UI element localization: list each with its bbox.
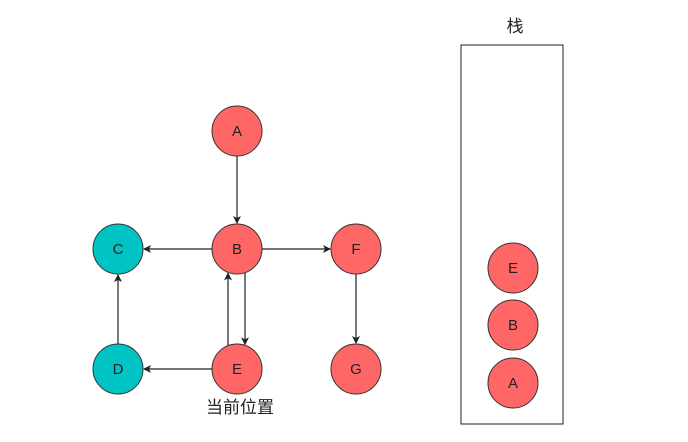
- node-label: C: [113, 241, 124, 258]
- stack-item-a: A: [487, 357, 539, 409]
- node-g: G: [330, 343, 382, 395]
- node-label: B: [232, 241, 242, 258]
- node-c: C: [92, 223, 144, 275]
- stack-item-label: B: [508, 317, 518, 334]
- graph-edges: [114, 156, 360, 373]
- node-label: E: [232, 361, 242, 378]
- stack-item-label: E: [508, 260, 518, 277]
- stack-item-label: A: [508, 375, 518, 392]
- node-e: E: [211, 343, 263, 395]
- node-circle: [211, 223, 263, 275]
- stack-item-e: E: [487, 242, 539, 294]
- node-label: D: [113, 361, 124, 378]
- stack-title: 栈: [507, 17, 524, 37]
- graph-nodes: A B C F D E G: [92, 105, 382, 395]
- node-circle: [211, 105, 263, 157]
- node-d: D: [92, 343, 144, 395]
- node-f: F: [330, 223, 382, 275]
- stack-item-circle: [487, 357, 539, 409]
- node-label: G: [350, 361, 362, 378]
- stack-item-b: B: [487, 299, 539, 351]
- stack-items: E B A: [487, 242, 539, 409]
- node-a: A: [211, 105, 263, 157]
- stack-item-circle: [487, 242, 539, 294]
- current-position-label: 当前位置: [206, 398, 274, 418]
- stack-container: [460, 44, 564, 425]
- node-label: F: [351, 241, 360, 258]
- node-circle: [92, 223, 144, 275]
- stack-item-circle: [487, 299, 539, 351]
- node-label: A: [232, 123, 242, 140]
- node-circle: [330, 343, 382, 395]
- node-circle: [330, 223, 382, 275]
- node-circle: [92, 343, 144, 395]
- node-b: B: [211, 223, 263, 275]
- node-circle: [211, 343, 263, 395]
